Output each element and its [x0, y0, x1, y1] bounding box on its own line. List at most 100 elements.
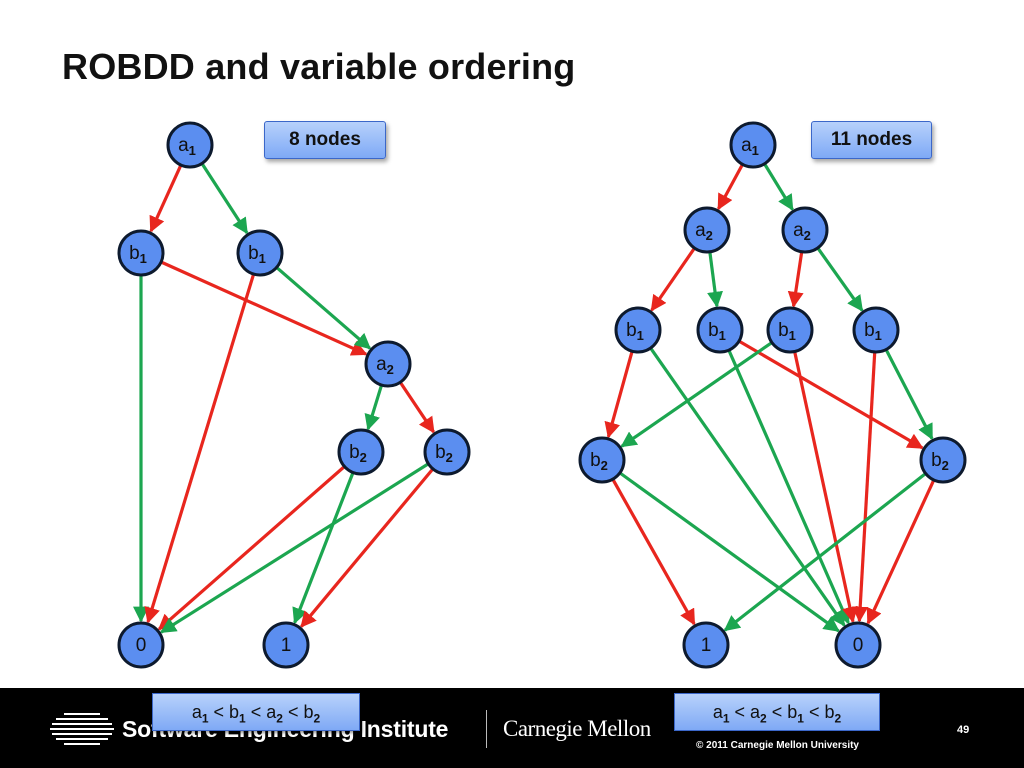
- left-node-label-t1: 1: [281, 635, 292, 656]
- left-node-a2: a2: [364, 340, 412, 388]
- right-node-circle-a2L: [683, 206, 731, 254]
- left-edge-b2L-to-t0-low: [157, 465, 346, 631]
- right-node-b2L: b2: [578, 436, 626, 484]
- left-ordering-var-1: b1: [229, 702, 246, 726]
- right-node-label-a2L: a2: [695, 220, 713, 243]
- page-number: 49: [957, 724, 970, 736]
- left-ordering-separator: <: [245, 702, 267, 722]
- left-node-label-b1R: b1: [248, 243, 266, 266]
- left-node-label-a1: a1: [178, 135, 196, 158]
- right-node-count-badge: 11 nodes: [811, 121, 932, 159]
- right-edge-b1D-to-b2R-high: [884, 348, 934, 441]
- left-variable-ordering: a1 < b1 < a2 < b2: [152, 693, 360, 731]
- right-edge-a2R-to-b1D-high: [816, 247, 864, 312]
- left-node-circle-b1R: [236, 229, 284, 277]
- right-ordering-var-1: a2: [750, 702, 767, 726]
- left-node-circle-t1: [262, 621, 310, 669]
- left-node-b1R: b1: [236, 229, 284, 277]
- right-node-circle-a2R: [781, 206, 829, 254]
- left-edge-b2L-to-t1-high: [292, 471, 355, 625]
- right-node-label-b1C: b1: [778, 320, 796, 343]
- left-edge-b1R-to-t0-low: [144, 273, 256, 624]
- footer-divider: [486, 710, 487, 748]
- left-node-label-t0: 0: [136, 635, 147, 656]
- left-ordering-var-0: a1: [191, 702, 209, 726]
- right-edge-b2R-to-t0-low: [866, 479, 936, 625]
- left-edge-a2-to-b2R-low: [398, 381, 435, 434]
- right-edge-a2L-to-b1A-low: [650, 247, 696, 312]
- right-node-t0: 0: [834, 621, 882, 669]
- left-node-circle-t0: [117, 621, 165, 669]
- right-edge-b1D-to-t0-low: [852, 351, 877, 623]
- left-node-label-a2: a2: [376, 354, 394, 377]
- right-edge-b1C-to-b2L-high: [620, 341, 773, 448]
- right-node-b1C: b1: [766, 306, 814, 354]
- right-node-b2R: b2: [919, 436, 967, 484]
- right-node-circle-a1: [729, 121, 777, 169]
- right-edge-b1B-to-b2R-low: [738, 339, 924, 450]
- left-node-label-b1L: b1: [129, 243, 147, 266]
- left-node-label-b2L: b2: [349, 442, 367, 465]
- left-ordering-var-3: b2: [303, 702, 321, 726]
- right-node-a1: a1: [729, 121, 777, 169]
- left-edge-b2R-to-t0-high: [159, 462, 430, 634]
- right-node-label-a2R: a2: [793, 220, 811, 243]
- left-node-a1: a1: [166, 121, 214, 169]
- left-node-t0: 0: [117, 621, 165, 669]
- right-node-label-b2R: b2: [931, 450, 949, 473]
- right-robdd-edges: [604, 162, 936, 633]
- right-ordering-separator: <: [766, 702, 788, 722]
- right-node-circle-b1C: [766, 306, 814, 354]
- slide-title: ROBDD and variable ordering: [62, 46, 576, 87]
- left-node-circle-a2: [364, 340, 412, 388]
- university-name: Carnegie Mellon: [503, 716, 651, 741]
- right-node-b1B: b1: [696, 306, 744, 354]
- right-edge-b2R-to-t1-high: [723, 472, 927, 632]
- right-node-label-b1D: b1: [864, 320, 882, 343]
- right-node-t1: 1: [682, 621, 730, 669]
- right-node-circle-t0: [834, 621, 882, 669]
- right-node-label-t1: 1: [701, 635, 712, 656]
- right-node-circle-b1D: [852, 306, 900, 354]
- right-node-label-b2L: b2: [590, 450, 608, 473]
- sei-logo-icon: [50, 713, 114, 745]
- left-ordering-separator: <: [282, 702, 304, 722]
- left-edge-a2-to-b2L-high: [364, 384, 384, 431]
- left-node-circle-b2L: [337, 428, 385, 476]
- left-node-circle-a1: [166, 121, 214, 169]
- left-node-count-badge: 8 nodes: [264, 121, 386, 159]
- right-edge-b2L-to-t0-high: [618, 471, 840, 633]
- right-node-circle-b2L: [578, 436, 626, 484]
- left-node-circle-b1L: [117, 229, 165, 277]
- right-edge-b1A-to-b2L-low: [604, 350, 634, 439]
- right-edge-a1-to-a2L-low: [717, 163, 744, 211]
- right-edge-a2R-to-b1C-low: [787, 251, 804, 308]
- right-node-label-b1B: b1: [708, 320, 726, 343]
- right-ordering-var-2: b1: [787, 702, 804, 726]
- left-node-label-b2R: b2: [435, 442, 453, 465]
- robdd-diagrams: a1 b1 b1 a2 b2 b2 0 1 a1 a2 a2 b1 b1 b1 b1 b2 b2 1 0: [117, 121, 967, 669]
- left-edge-a1-to-b1R-high: [200, 162, 249, 235]
- right-node-label-t0: 0: [853, 635, 864, 656]
- left-node-t1: 1: [262, 621, 310, 669]
- right-edge-a1-to-a2R-high: [763, 162, 794, 211]
- right-edge-b1B-to-t0-high: [727, 349, 850, 625]
- left-node-b2R: b2: [423, 428, 471, 476]
- right-edge-b2L-to-t1-low: [611, 478, 696, 626]
- left-node-circle-b2R: [423, 428, 471, 476]
- right-node-circle-b1B: [696, 306, 744, 354]
- right-node-circle-b2R: [919, 436, 967, 484]
- right-ordering-var-3: b2: [824, 702, 842, 726]
- left-ordering-var-2: a2: [266, 702, 283, 726]
- left-edge-a1-to-b1L-low: [149, 164, 183, 233]
- right-node-circle-b1A: [614, 306, 662, 354]
- copyright-text: © 2011 Carnegie Mellon University: [696, 740, 859, 751]
- left-edge-b1L-to-a2-low: [160, 260, 368, 356]
- right-variable-ordering: a1 < a2 < b1 < b2: [674, 693, 880, 731]
- left-robdd-nodes: a1 b1 b1 a2 b2 b2 0 1: [117, 121, 471, 669]
- right-ordering-var-0: a1: [712, 702, 730, 726]
- left-node-b1L: b1: [117, 229, 165, 277]
- right-edge-b1A-to-t0-high: [649, 347, 846, 627]
- right-edge-a2L-to-b1B-high: [707, 251, 723, 308]
